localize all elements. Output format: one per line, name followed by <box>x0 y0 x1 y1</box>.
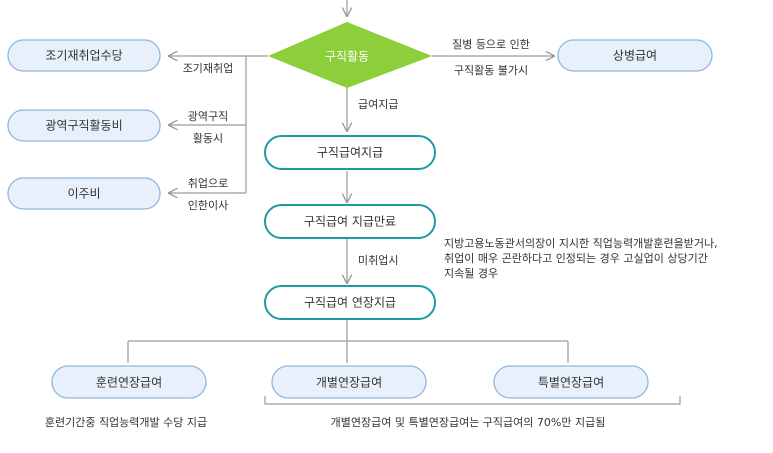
sick-benefit-label: 상병급여 <box>613 49 657 63</box>
training-ext-label: 훈련연장급여 <box>96 376 162 390</box>
sick-benefit-box <box>557 39 713 72</box>
benefit-extension-box <box>264 285 436 320</box>
benefit-end-box <box>264 204 436 239</box>
benefit-payment-label: 구직급여지급 <box>317 146 383 160</box>
individual-special-note: 개별연장급여 및 특별연장급여는 구직급여의 70%만 지급됨 <box>331 416 606 429</box>
payment-edge-label: 급여지급 <box>358 98 398 111</box>
individual-ext-box <box>271 365 427 399</box>
unemployed-edge-label: 미취업시 <box>358 254 398 267</box>
wide-area-edge-line2: 활동시 <box>193 131 223 145</box>
relocation-edge-line1: 취업으로 <box>188 177 228 190</box>
benefit-end-label: 구직급여 지급만료 <box>304 215 396 229</box>
relocation-box <box>7 177 161 210</box>
note-bracket <box>264 396 681 405</box>
individual-ext-label: 개별연장급여 <box>316 376 382 390</box>
benefit-extension-label: 구직급여 연장지급 <box>304 296 396 310</box>
extension-note-line1: 지방고용노동관서의장이 지시한 직업능력개발훈련을받거나, <box>444 237 718 250</box>
job-search-label: 구직활동 <box>325 50 369 64</box>
wide-area-box <box>7 109 161 142</box>
training-ext-box <box>51 365 207 399</box>
relocation-edge-line2: 인한이사 <box>188 199 228 212</box>
job-search-diamond <box>268 22 432 88</box>
wide-area-edge-line1: 광역구직 <box>188 110 228 123</box>
illness-label-line1: 질병 등으로 인한 <box>452 38 530 51</box>
early-reemployment-label: 조기재취업수당 <box>45 49 122 63</box>
special-ext-label: 특별연장급여 <box>538 376 604 390</box>
extension-note-line2: 취업이 매우 곤란하다고 인정되는 경우 고실업이 상당기간 <box>444 251 708 265</box>
special-ext-box <box>493 365 649 399</box>
relocation-label: 이주비 <box>67 187 100 201</box>
early-reemployment-edge-label: 조기재취업 <box>183 62 234 75</box>
early-reemployment-box <box>7 39 161 72</box>
extension-note-line3: 지속될 경우 <box>444 266 498 280</box>
wide-area-label: 광역구직활동비 <box>45 119 122 133</box>
training-note: 훈련기간중 직업능력개발 수당 지급 <box>45 416 207 429</box>
benefit-payment-box <box>264 135 436 170</box>
illness-label-line2: 구직활동 불가시 <box>454 63 528 77</box>
